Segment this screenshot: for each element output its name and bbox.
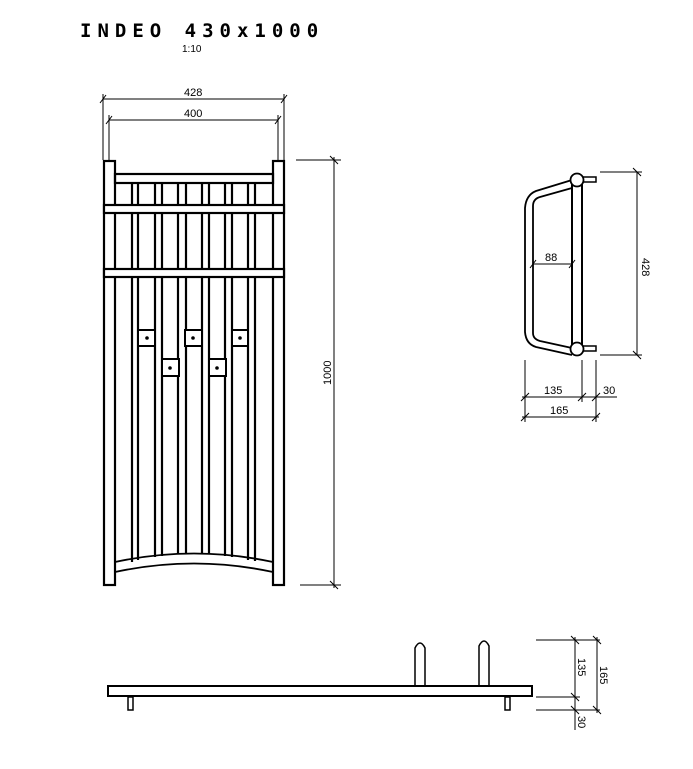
- upright: [414, 642, 426, 686]
- dim-bottom-depth-total: 165: [597, 666, 609, 684]
- tube-top: [569, 172, 585, 188]
- dim-side-height: 428: [639, 258, 651, 276]
- drawing-scale: 1:10: [182, 44, 202, 55]
- dim-width-outer: 428: [184, 87, 202, 99]
- dim-side-pin: 30: [603, 385, 615, 397]
- dim-side-depth-body: 135: [544, 385, 562, 397]
- front-dimensions: [99, 94, 341, 590]
- upright: [478, 640, 490, 686]
- right-post: [271, 159, 286, 587]
- pin: [127, 696, 134, 711]
- dim-height: 1000: [322, 361, 334, 385]
- bottom-dimensions: [536, 635, 602, 730]
- dim-bottom-pin: 30: [575, 716, 587, 728]
- rail-2: [102, 267, 286, 279]
- screw: [168, 366, 172, 370]
- side-view: [524, 172, 597, 357]
- screw: [191, 336, 195, 340]
- bottom-view: [107, 640, 533, 711]
- side-pin: [582, 345, 597, 352]
- base-plate: [107, 685, 533, 697]
- rail-1: [102, 203, 286, 215]
- hook-loop-outer: [524, 179, 573, 356]
- hooks: [137, 329, 249, 377]
- dim-bottom-depth-body: 135: [575, 658, 587, 676]
- screw: [238, 336, 242, 340]
- screw: [215, 366, 219, 370]
- dim-width-inner: 400: [184, 108, 202, 120]
- side-dimensions: [520, 167, 642, 422]
- dim-side-depth-total: 165: [550, 405, 568, 417]
- side-pin: [582, 176, 597, 183]
- dim-hook-depth: 88: [545, 252, 557, 264]
- pin: [504, 696, 511, 711]
- hook-loop-inner: [532, 187, 573, 349]
- top-rail: [113, 172, 275, 185]
- slats: [130, 183, 257, 562]
- screw: [145, 336, 149, 340]
- drawing-title: INDEO 430x1000: [80, 20, 324, 42]
- left-post: [102, 159, 117, 587]
- front-view: [102, 159, 286, 587]
- bottom-arc-lower: [114, 562, 274, 573]
- bottom-arc-upper: [114, 552, 274, 563]
- hook-screws: [145, 336, 242, 370]
- tube-bottom: [569, 341, 585, 357]
